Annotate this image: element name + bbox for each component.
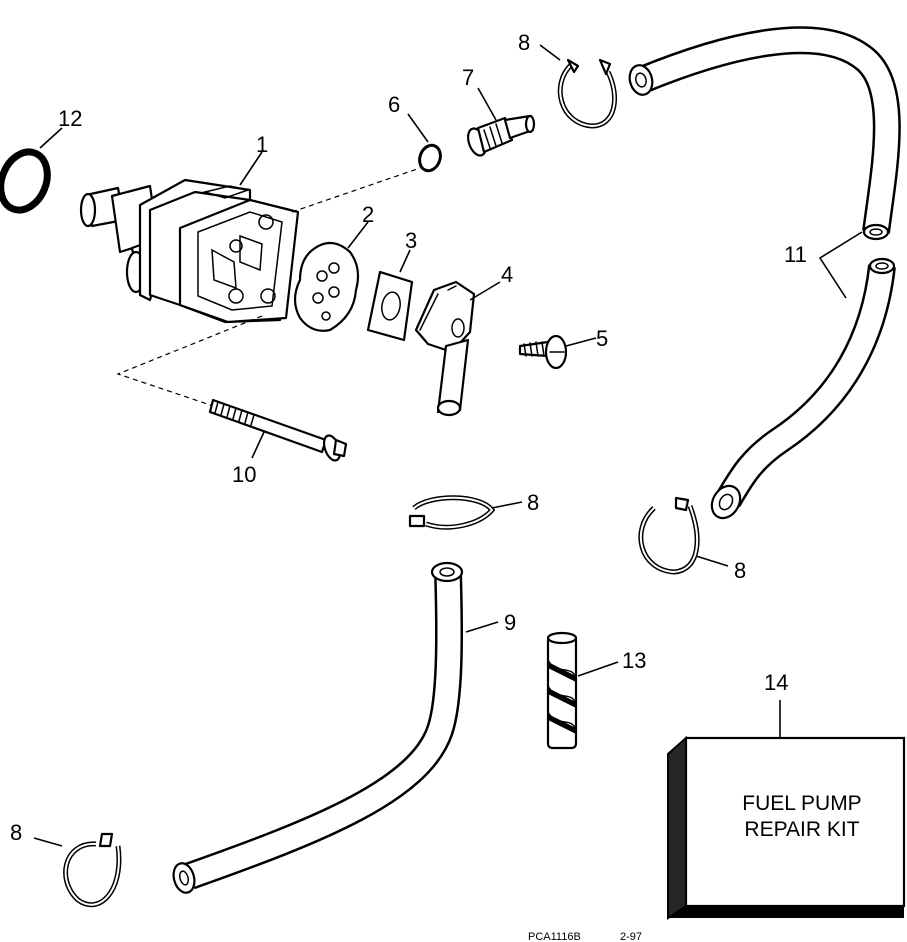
leader-11 [818,231,863,299]
kit-label-line1: FUEL PUMP [742,792,861,815]
fuel-hose-icon [172,561,464,894]
callout-5: 5 [596,326,608,351]
fuel-hose-icon [710,257,896,520]
callout-9: 9 [504,610,516,635]
o-ring-icon [418,143,442,173]
leader-4 [469,281,501,301]
callout-13: 13 [622,648,646,673]
leader-13 [577,661,619,677]
hose-clamp-icon [638,496,700,575]
leader-8-top [539,44,561,61]
figure-code: PCA1116B [528,931,581,942]
hose-clamp-icon [408,495,496,530]
callout-4: 4 [501,262,513,287]
callout-7: 7 [462,65,474,90]
diaphragm-icon [293,241,360,332]
callout-8-top: 8 [518,30,530,55]
callout-14: 14 [764,670,788,695]
alignment-line-lower [116,315,263,421]
leader-10 [251,431,265,459]
leader-6 [407,113,429,143]
repair-kit-box-icon [667,735,906,920]
hose-clamp-icon [557,58,617,129]
fitting-icon [466,114,536,157]
callout-6: 6 [388,92,400,117]
gasket-icon [366,270,414,342]
leader-1 [239,151,263,186]
leader-5 [565,337,597,347]
screw-icon [518,334,568,370]
fuel-hose-icon [628,26,901,241]
callout-11: 11 [784,242,807,267]
figure-date: 2-97 [620,931,642,942]
fuel-pump-body-icon [79,178,300,324]
leader-2 [347,221,369,249]
callout-3: 3 [405,228,417,253]
pump-cover-icon [414,280,476,417]
callout-12: 12 [58,106,82,131]
callout-8-right: 8 [734,558,746,583]
hose-clamp-icon [63,832,122,908]
seal-ring-icon [0,148,51,214]
callout-1: 1 [256,132,268,157]
leader-7 [477,87,497,121]
alignment-line-upper [291,167,421,213]
bolt-icon [208,398,348,462]
callout-10: 10 [232,462,256,487]
leader-8-right [695,555,729,567]
leader-8-bottom [33,837,63,847]
spiral-sleeve-icon [546,631,578,750]
callout-2: 2 [362,202,374,227]
leader-12 [39,127,63,149]
leader-3 [399,249,411,273]
leader-9 [465,621,499,633]
callout-8-bottom: 8 [10,820,22,845]
callout-8-mid: 8 [527,490,539,515]
kit-label-line2: REPAIR KIT [744,818,859,841]
leader-8-mid [491,501,523,509]
